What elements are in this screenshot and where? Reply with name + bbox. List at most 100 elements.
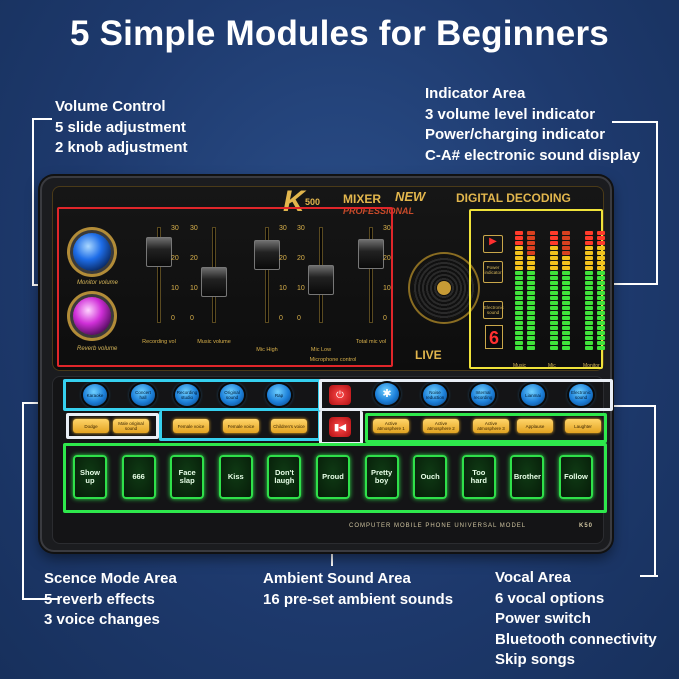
fader-label: Mic Low (310, 347, 332, 353)
vocal-button[interactable]: Lianmai (521, 384, 545, 406)
fader-scale-tick: 0 (383, 315, 387, 322)
monitor-volume-knob[interactable] (73, 233, 111, 271)
brand-mixer: MIXER (343, 192, 382, 206)
ambient-key[interactable]: Active atmosphere 2 (423, 419, 459, 433)
fader-scale-tick: 30 (171, 225, 179, 232)
vocal-connector-tail (640, 575, 658, 577)
ambient-pad[interactable]: Brother (510, 455, 545, 499)
volume-callout-line: 2 knob adjustment (55, 139, 188, 156)
vocal-callout-line: Power switch (495, 610, 591, 627)
fader-scale-tick: 0 (190, 315, 194, 322)
fader-scale-tick: 30 (297, 225, 305, 232)
brand-professional: PROFESSIONAL (343, 206, 415, 216)
fader-scale-tick: 10 (190, 285, 198, 292)
fader-scale-tick: 20 (383, 255, 391, 262)
meter-label: Monitor (583, 363, 600, 369)
vocal-callout-line: Skip songs (495, 651, 576, 668)
ambient-callout: Ambient Sound Area 16 pre-set ambient so… (263, 569, 453, 610)
fader-cap[interactable] (201, 266, 227, 297)
fader-label: Total mic vol (355, 339, 387, 345)
fader-label: Music volume (197, 339, 231, 345)
ambient-pad[interactable]: 666 (121, 455, 156, 499)
ambient-pad[interactable]: Don't laugh (267, 455, 302, 499)
bottom-panel: Karaoke Concert hall Recording studio Origi… (52, 376, 613, 544)
vocal-button[interactable]: Noise reduction (423, 384, 447, 406)
fader-scale-tick: 30 (279, 225, 287, 232)
bluetooth-button[interactable]: ✱ (375, 383, 399, 405)
fader-label: Mic High (256, 347, 278, 353)
ambient-pad[interactable]: Follow (559, 455, 593, 499)
ambient-pad[interactable]: Face slap (170, 455, 205, 499)
mic-control-label: Microphone control (309, 357, 357, 363)
level-meter-column (597, 231, 605, 351)
vocal-callout-line: Bluetooth connectivity (495, 630, 657, 648)
turntable-dial[interactable] (413, 257, 475, 319)
volume-callout: Volume Control 5 slide adjustment 2 knob… (55, 97, 188, 159)
reverb-volume-knob[interactable] (73, 297, 111, 335)
ambient-pad[interactable]: Show up (73, 455, 107, 499)
fader-scale-tick: 10 (279, 285, 287, 292)
voice-button[interactable]: Male original sound (113, 419, 149, 433)
scene-button[interactable]: Original sound (220, 384, 244, 406)
scene-callout-line: 5 reverb effects (44, 590, 155, 608)
ambient-pad[interactable]: Kiss (218, 455, 253, 499)
ambient-pad[interactable]: Pretty boy (364, 455, 399, 499)
sound-digit-display: 6 (485, 325, 503, 349)
vocal-callout-title: Vocal Area (495, 569, 571, 586)
voice-button[interactable]: Female voice (223, 419, 259, 433)
fader-scale-tick: 0 (171, 315, 175, 322)
ambient-callout-line: 16 pre-set ambient sounds (263, 590, 454, 608)
meter-label: Mic (548, 363, 556, 369)
page-title: 5 Simple Modules for Beginners (70, 14, 609, 53)
fader-scale-tick: 20 (297, 255, 305, 262)
fader-scale-tick: 0 (279, 315, 283, 322)
brand-new: NEW (395, 189, 426, 204)
fader-scale-tick: 20 (190, 255, 198, 262)
vocal-area (319, 379, 613, 411)
fader-cap[interactable] (146, 236, 172, 267)
fader-scale-tick: 20 (279, 255, 287, 262)
electronic-sound-indicator: Electronic sound (483, 301, 504, 319)
vocal-button[interactable]: Electronic sound (569, 384, 593, 406)
scene-button[interactable]: Karaoke (83, 384, 107, 406)
fader-scale-tick: 30 (190, 225, 198, 232)
indicator-callout-line: C-A# electronic sound display (425, 146, 641, 164)
skip-song-button[interactable]: ▮◀ (329, 417, 351, 437)
scene-button[interactable]: Concert hall (131, 384, 155, 406)
brand-k: K (283, 185, 305, 218)
fader-cap[interactable] (254, 240, 280, 271)
fader-track (265, 227, 269, 323)
voice-button[interactable]: Dodge (73, 419, 109, 433)
voice-button[interactable]: Children's voice (271, 419, 307, 433)
ambient-pad[interactable]: Proud (316, 455, 350, 499)
brand-decoding: DIGITAL DECODING (456, 191, 571, 205)
fader-2: 30 20 10 0 (190, 223, 234, 331)
ambient-pad[interactable]: Too hard (461, 455, 496, 499)
indicator-callout-title: Indicator Area (425, 85, 526, 102)
level-meter-column (527, 231, 535, 351)
fader-cap[interactable] (308, 265, 334, 296)
ambient-sound-area (365, 413, 607, 443)
voice-button[interactable]: Female voice (173, 419, 209, 433)
ambient-key[interactable]: Laughter (565, 419, 601, 433)
fader-scale-tick: 10 (297, 285, 305, 292)
meter-label: Music (513, 363, 527, 369)
fader-track (369, 227, 373, 323)
ambient-key[interactable]: Active atmosphere 1 (373, 419, 409, 433)
fader-cap[interactable] (358, 238, 384, 269)
ambient-key[interactable]: Applause (517, 419, 553, 433)
fader-scale-tick: 20 (171, 255, 179, 262)
power-button[interactable]: ⏻ (329, 385, 351, 405)
level-meter-column (550, 231, 558, 351)
ambient-key[interactable]: Active atmosphere 3 (473, 419, 509, 433)
indicator-callout: Indicator Area 3 volume level indicator … (425, 84, 640, 166)
volume-callout-line: 5 slide adjustment (55, 118, 186, 136)
scene-button[interactable]: Rap (267, 384, 291, 406)
vocal-button[interactable]: Internal recording (471, 384, 495, 406)
model-code: K50 (579, 523, 594, 529)
scene-button[interactable]: Recording studio (175, 384, 199, 406)
ambient-pad[interactable]: Ouch (413, 455, 448, 499)
